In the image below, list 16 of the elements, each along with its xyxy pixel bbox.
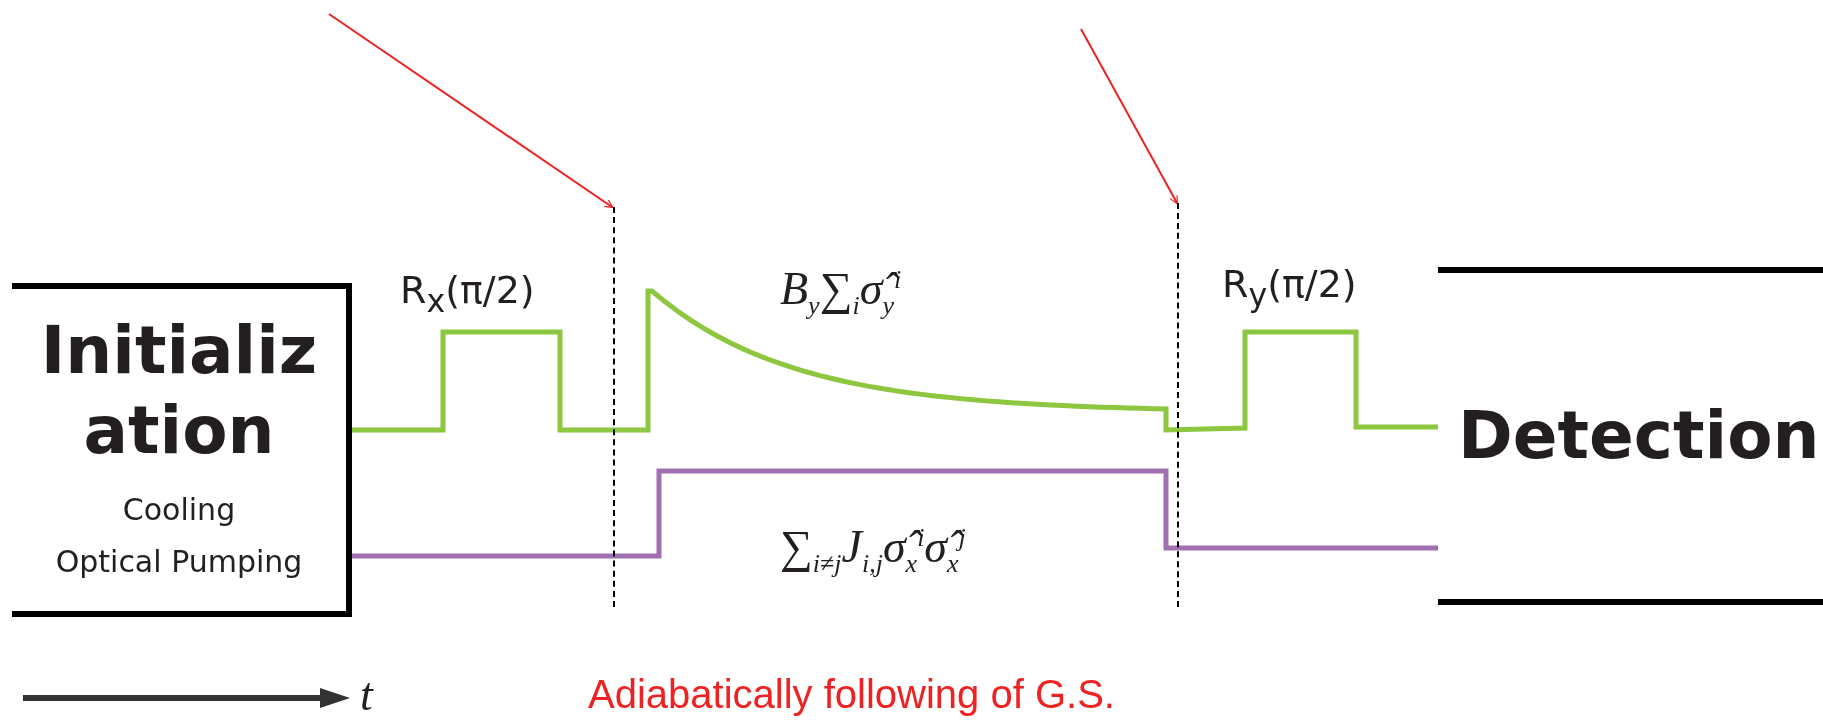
- dashed-line: [613, 207, 615, 607]
- box-title: Detection: [1458, 396, 1820, 476]
- dashed-line: [1177, 203, 1179, 607]
- box-title: Initialization: [39, 311, 319, 470]
- process-box: [12, 283, 352, 617]
- note-text: Adiabatically following of G.S.: [588, 672, 1115, 717]
- arrow: [1080, 28, 1178, 205]
- signal-line: [352, 468, 1438, 559]
- box-subtitle: Optical Pumping: [55, 543, 303, 582]
- box-subtitle: Cooling: [122, 490, 236, 529]
- arrow: [328, 13, 614, 209]
- pulse-label: R$_{x}$(π/2): [400, 268, 535, 319]
- pulse-label: R$_{y}$(π/2): [1222, 262, 1357, 313]
- process-box: [1438, 267, 1823, 605]
- signal-line: [352, 288, 1438, 433]
- axis-label: t: [360, 668, 373, 721]
